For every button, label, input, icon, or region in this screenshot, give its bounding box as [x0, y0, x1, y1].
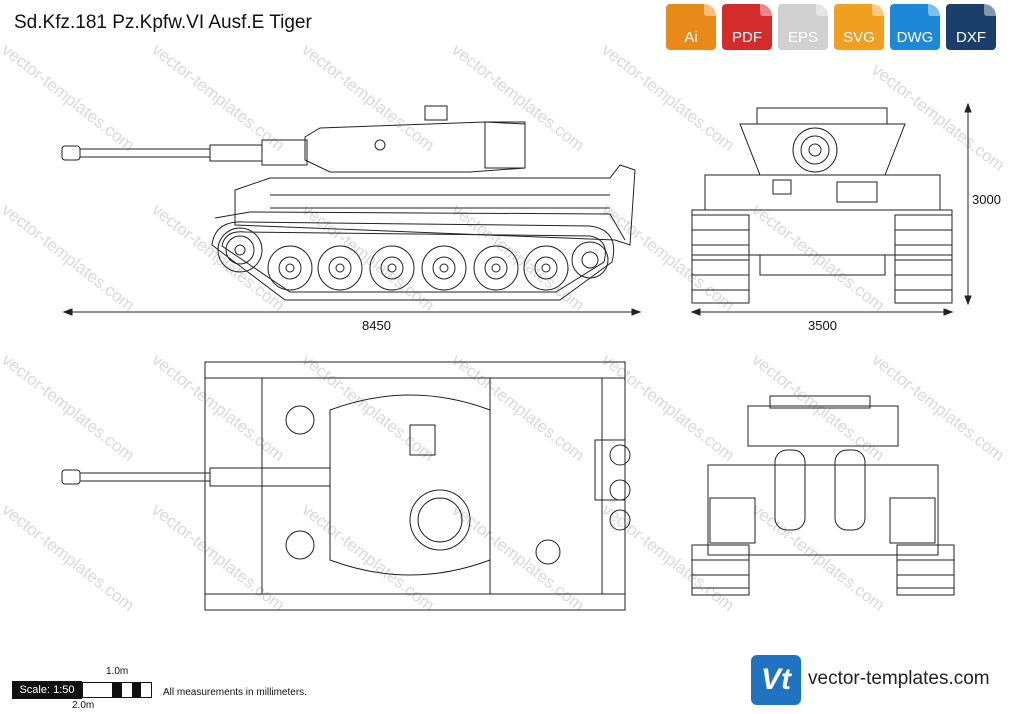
ai-format-icon[interactable]: Ai [666, 4, 716, 50]
front-view [691, 107, 953, 304]
measurement-note: All measurements in millimeters. [163, 687, 307, 698]
brand-logo-icon[interactable]: Vt [751, 655, 801, 705]
width-dimension: 3500 [808, 318, 837, 333]
svg-format-icon[interactable]: SVG [834, 4, 884, 50]
dwg-format-icon[interactable]: DWG [890, 4, 940, 50]
scale-marker-2m: 2.0m [72, 700, 95, 711]
rear-view [691, 395, 955, 596]
scale-label: Scale: 1:50 [12, 681, 82, 699]
top-view [61, 361, 631, 611]
brand-name[interactable]: vector-templates.com [808, 668, 990, 689]
scale-marker-1m: 1.0m [106, 666, 129, 677]
length-dimension: 8450 [362, 318, 391, 333]
scale-bar [82, 682, 152, 698]
road-wheels [217, 227, 609, 291]
eps-format-icon[interactable]: EPS [778, 4, 828, 50]
side-view [61, 105, 636, 301]
dxf-format-icon[interactable]: DXF [946, 4, 996, 50]
height-dimension: 3000 [972, 192, 1001, 207]
page-title: Sd.Kfz.181 Pz.Kpfw.VI Ausf.E Tiger [14, 12, 312, 33]
format-icons: Ai PDF EPS SVG DWG DXF [666, 4, 996, 50]
pdf-format-icon[interactable]: PDF [722, 4, 772, 50]
